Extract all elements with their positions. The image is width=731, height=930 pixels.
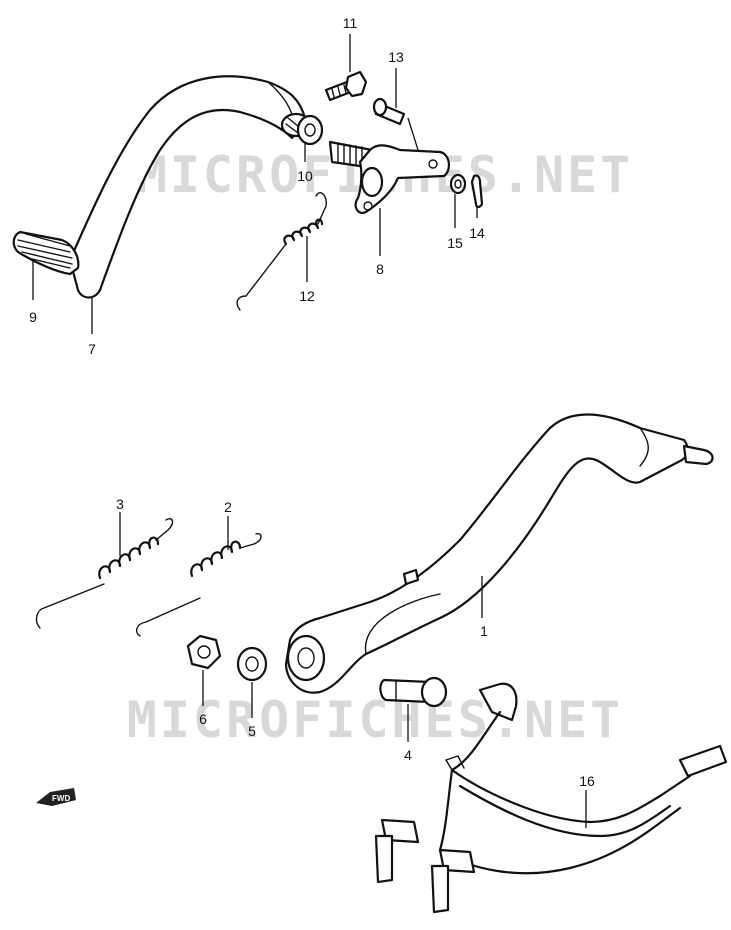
callout-label: 9 — [29, 309, 37, 325]
callout-1: 1 — [480, 576, 488, 639]
callout-9: 9 — [29, 260, 37, 325]
callout-10: 10 — [297, 142, 313, 184]
spring-part-2[interactable] — [135, 532, 262, 637]
callout-label: 10 — [297, 168, 313, 184]
return-spring-part-12[interactable] — [236, 192, 328, 311]
callout-label: 11 — [343, 15, 358, 31]
callout-15: 15 — [447, 194, 463, 251]
callout-2: 2 — [224, 499, 232, 550]
cotter-pin-part-14[interactable] — [470, 174, 484, 209]
pin-part-13[interactable] — [372, 97, 406, 126]
callout-label: 16 — [579, 773, 595, 789]
bolt-part-11[interactable] — [324, 70, 368, 102]
callout-label: 2 — [224, 499, 232, 515]
nut-part-6[interactable] — [186, 634, 222, 670]
leader-13-b — [407, 117, 419, 151]
callout-12: 12 — [299, 236, 315, 304]
washer-part-15[interactable] — [449, 173, 467, 195]
callout-3: 3 — [116, 496, 124, 556]
watermark-bottom: MICROFICHES.NET — [127, 691, 624, 749]
callout-4: 4 — [404, 704, 412, 763]
center-stand-part-16[interactable] — [374, 682, 728, 914]
callout-11: 11 — [343, 15, 358, 72]
callout-label: 3 — [116, 496, 124, 512]
washer-part-5[interactable] — [236, 646, 268, 682]
fwd-label: FWD — [52, 794, 70, 803]
shift-shaft-part-8[interactable] — [328, 140, 450, 214]
footpeg-rubber-part-9[interactable] — [12, 230, 80, 276]
callout-label: 1 — [480, 623, 488, 639]
callout-14: 14 — [469, 206, 485, 241]
callout-label: 13 — [388, 49, 404, 65]
callout-label: 8 — [376, 261, 384, 277]
washer-part-10[interactable] — [296, 114, 324, 146]
callout-label: 4 — [404, 747, 412, 763]
brake-pedal-part-1[interactable] — [284, 413, 714, 694]
callout-label: 5 — [248, 723, 256, 739]
callout-16: 16 — [579, 773, 595, 828]
spring-part-3[interactable] — [35, 518, 174, 629]
callout-6: 6 — [199, 670, 207, 727]
callout-label: 7 — [88, 341, 96, 357]
callout-label: 15 — [447, 235, 463, 251]
callout-13: 13 — [388, 49, 404, 108]
fwd-direction-arrow: FWD — [36, 788, 76, 806]
callout-7: 7 — [88, 298, 96, 357]
callout-5: 5 — [248, 682, 256, 739]
callout-label: 6 — [199, 711, 207, 727]
pivot-bolt-part-4[interactable] — [379, 676, 448, 708]
callout-label: 14 — [469, 225, 485, 241]
callout-label: 12 — [299, 288, 315, 304]
callout-8: 8 — [376, 208, 384, 277]
